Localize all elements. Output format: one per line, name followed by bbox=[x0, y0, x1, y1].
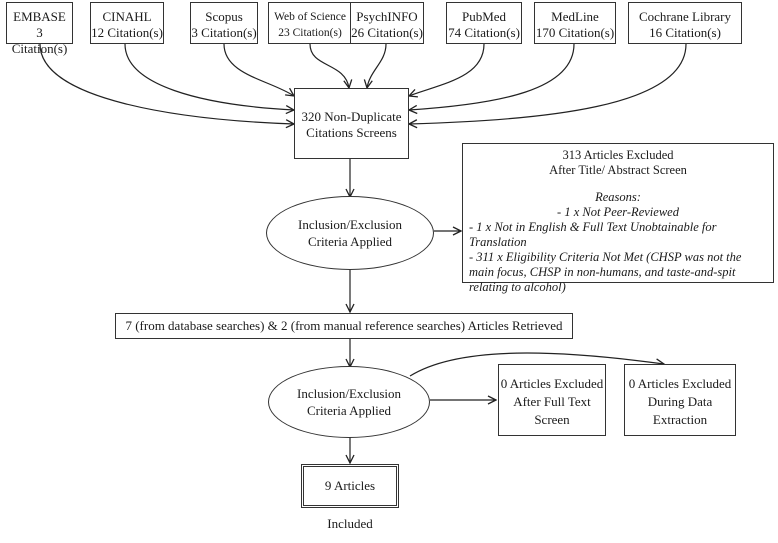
screened-line2: Citations Screens bbox=[306, 125, 397, 140]
source-count: 23 Citation(s) bbox=[278, 27, 342, 39]
source-pubmed: PubMed 74 Citation(s) bbox=[446, 2, 522, 44]
excluded-data-extraction-box: 0 Articles Excluded During Data Extracti… bbox=[624, 364, 736, 436]
excluded3-line2: During Data bbox=[647, 394, 713, 409]
source-name: CINAHL bbox=[102, 9, 152, 24]
included-text: 9 Articles Included bbox=[324, 478, 376, 531]
excluded2-line2: After Full Text bbox=[513, 394, 591, 409]
criteria-ellipse-1: Inclusion/Exclusion Criteria Applied bbox=[266, 196, 434, 270]
source-name: Cochrane Library bbox=[638, 9, 732, 24]
source-cochrane-library: Cochrane Library 16 Citation(s) bbox=[628, 2, 742, 44]
criteria2-line1: Inclusion/Exclusion bbox=[297, 386, 401, 401]
source-medline: MedLine 170 Citation(s) bbox=[534, 2, 616, 44]
screened-line1: 320 Non-Duplicate bbox=[301, 109, 402, 124]
arrow-wos bbox=[309, 43, 349, 88]
arrow-pubmed bbox=[409, 43, 485, 96]
arrow-cinahl bbox=[124, 43, 294, 110]
reason-item: - 1 x Not in English & Full Text Unobtai… bbox=[469, 220, 717, 249]
source-count: 16 Citation(s) bbox=[649, 25, 721, 40]
source-name: PsychINFO bbox=[356, 9, 418, 24]
source-count: 74 Citation(s) bbox=[448, 25, 520, 40]
source-psychinfo: PsychINFO 26 Citation(s) bbox=[350, 2, 424, 44]
screened-box: 320 Non-Duplicate Citations Screens bbox=[294, 88, 409, 159]
excluded1-line2: After Title/ Abstract Screen bbox=[549, 163, 687, 177]
included-box: 9 Articles Included bbox=[301, 464, 399, 531]
excluded2-line1: 0 Articles Excluded bbox=[500, 376, 604, 391]
retrieved-box: 7 (from database searches) & 2 (from man… bbox=[115, 313, 573, 339]
excluded-full-text-box: 0 Articles Excluded After Full Text Scre… bbox=[498, 364, 606, 436]
excluded3-line1: 0 Articles Excluded bbox=[628, 376, 732, 391]
arrow-psychinfo bbox=[367, 43, 387, 88]
source-embase: EMBASE 3 Citation(s) bbox=[6, 2, 73, 56]
source-scopus: Scopus 3 Citation(s) bbox=[190, 2, 258, 44]
criteria1-line2: Criteria Applied bbox=[307, 234, 393, 249]
arrow-embase bbox=[39, 43, 294, 124]
source-cinahl: CINAHL 12 Citation(s) bbox=[90, 2, 164, 44]
source-name: PubMed bbox=[461, 9, 507, 24]
criteria1-line1: Inclusion/Exclusion bbox=[298, 217, 402, 232]
source-name: Web of Science bbox=[274, 11, 346, 23]
source-name: EMBASE bbox=[13, 9, 66, 24]
flow-connectors bbox=[39, 43, 687, 514]
reasons-label: Reasons: bbox=[595, 190, 641, 204]
source-count: 170 Citation(s) bbox=[535, 25, 615, 40]
retrieved-text: 7 (from database searches) & 2 (from man… bbox=[125, 318, 563, 333]
criteria-ellipse-2: Inclusion/Exclusion Criteria Applied bbox=[268, 366, 430, 438]
source-count: 3 Citation(s) bbox=[191, 25, 257, 40]
excluded1-line1: 313 Articles Excluded bbox=[562, 148, 674, 162]
reason-item: - 311 x Eligibility Criteria Not Met (CH… bbox=[469, 250, 742, 294]
reason-item: - 1 x Not Peer-Reviewed bbox=[557, 205, 679, 219]
arrow-medline bbox=[409, 43, 575, 110]
arrow-cochrane bbox=[409, 43, 687, 124]
excluded-title-abstract-box: 313 Articles Excluded After Title/ Abstr… bbox=[462, 143, 774, 294]
source-count: 3 Citation(s) bbox=[11, 25, 68, 56]
excluded3-line3: Extraction bbox=[652, 412, 708, 427]
arrow-scopus bbox=[223, 43, 294, 96]
reasons-list: - 1 x Not Peer-Reviewed - 1 x Not in Eng… bbox=[463, 205, 773, 295]
source-count: 12 Citation(s) bbox=[91, 25, 163, 40]
arrow-criteria2-to-excluded3 bbox=[409, 352, 664, 377]
source-name: MedLine bbox=[551, 9, 599, 24]
excluded2-line3: Screen bbox=[534, 412, 570, 427]
source-name: Scopus bbox=[205, 9, 243, 24]
source-web-of-science: Web of Science 23 Citation(s) bbox=[268, 2, 352, 44]
source-count: 26 Citation(s) bbox=[351, 25, 423, 40]
criteria2-line2: Criteria Applied bbox=[306, 403, 392, 418]
